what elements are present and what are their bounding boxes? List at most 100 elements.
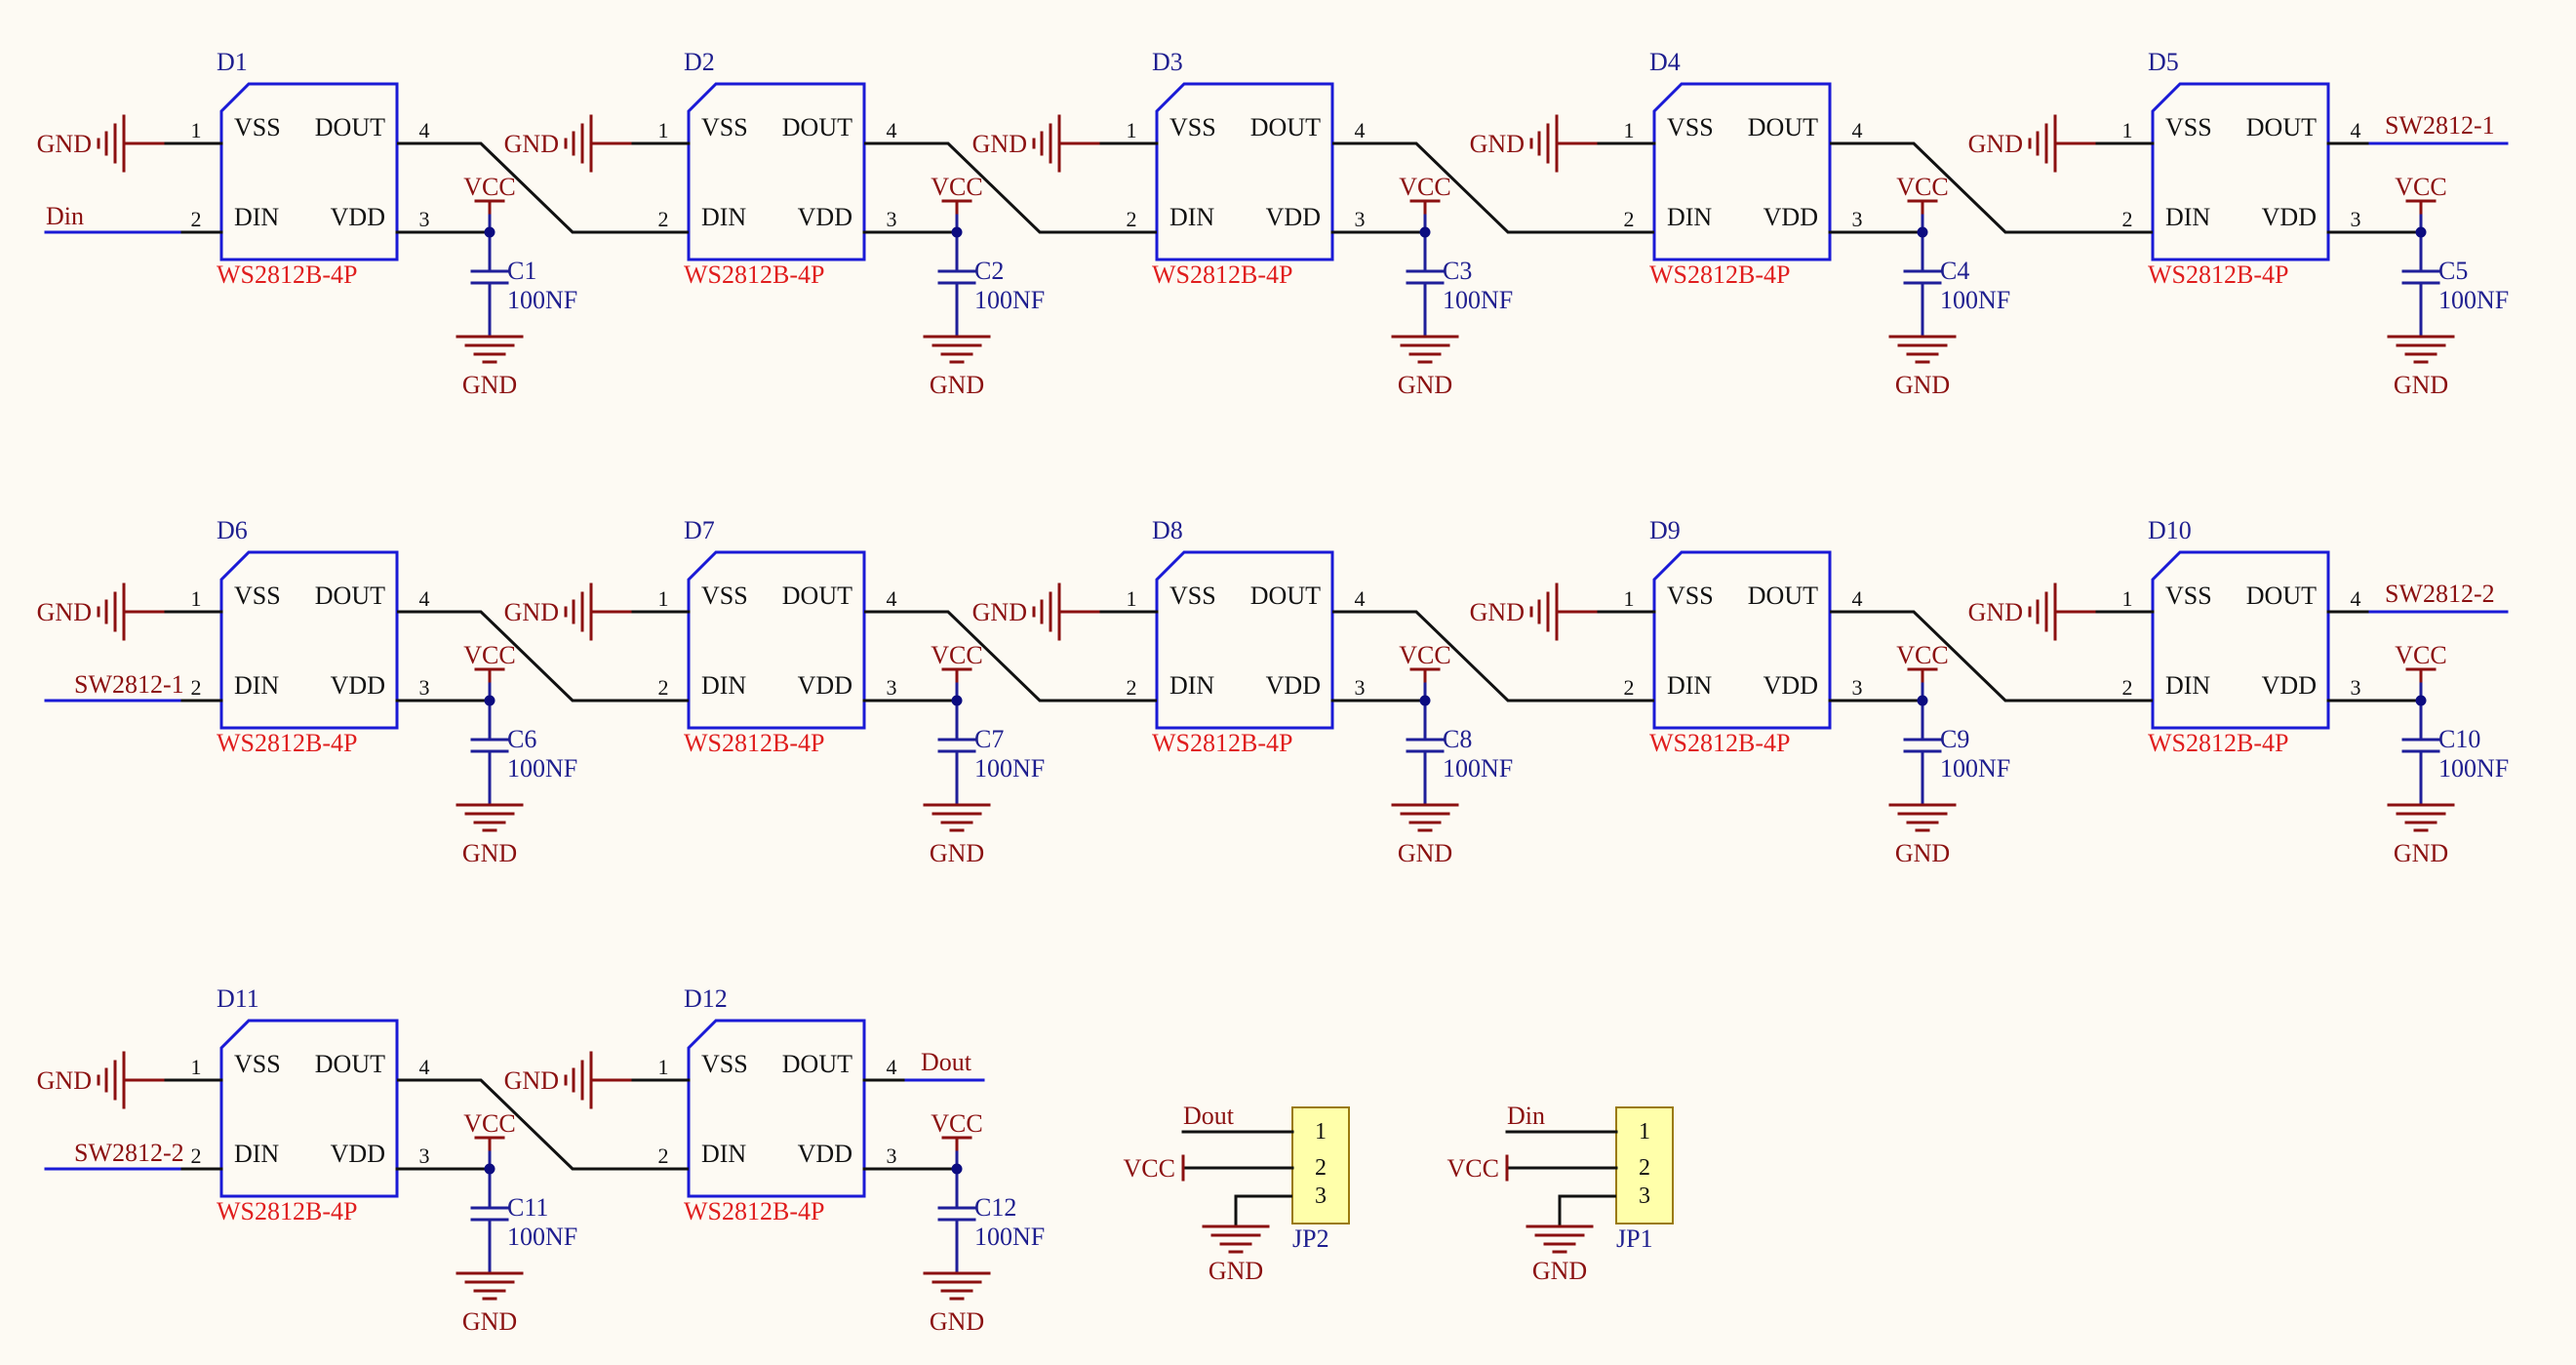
pin-label-vss: VSS (1169, 582, 1216, 610)
vcc-label: VCC (1896, 173, 1948, 201)
led-designator: D9 (1649, 516, 1681, 544)
pin-label-vdd: VDD (798, 1140, 852, 1168)
led-body (687, 550, 866, 730)
header-designator: JP1 (1616, 1224, 1653, 1253)
pin-number-vdd: 3 (419, 675, 430, 700)
pin-label-dout: DOUT (315, 582, 385, 610)
vcc-label: VCC (463, 641, 515, 669)
pin-label-dout: DOUT (782, 113, 852, 141)
pin-label-vss: VSS (701, 1050, 748, 1078)
net-label-sw2812-2-in: SW2812-2 (74, 1139, 184, 1167)
pin-number-vdd: 3 (887, 1144, 897, 1168)
pin-label-vdd: VDD (331, 203, 385, 231)
pin-label-dout: DOUT (1748, 113, 1818, 141)
cap-designator: C7 (974, 725, 1004, 753)
led-designator: D11 (217, 984, 259, 1013)
led-comment: WS2812B-4P (684, 261, 824, 289)
net-label-din: Din (46, 202, 84, 230)
pin-number-dout: 4 (2351, 118, 2361, 142)
vcc-label: VCC (1399, 173, 1450, 201)
pin-number-dout: 4 (419, 586, 430, 611)
gnd-label: GND (1470, 130, 1525, 158)
pin-number-dout: 4 (1355, 118, 1366, 142)
pin-label-din: DIN (701, 203, 746, 231)
led-body (219, 1019, 399, 1198)
pin-label-vss: VSS (701, 582, 748, 610)
pin-label-vss: VSS (1667, 582, 1714, 610)
header-pin3-wire (1558, 1194, 1616, 1226)
pin-number-din: 2 (1624, 207, 1635, 231)
pin-number-dout: 4 (419, 118, 430, 142)
pin-number-din: 2 (191, 207, 202, 231)
junction-dot (484, 226, 495, 238)
led-comment: WS2812B-4P (217, 729, 357, 757)
pin-label-din: DIN (234, 203, 279, 231)
vcc-label: VCC (463, 173, 515, 201)
led-comment: WS2812B-4P (1649, 261, 1790, 289)
pin-number-dout: 4 (887, 586, 897, 611)
pin-number-dout: 4 (419, 1055, 430, 1079)
led-comment: WS2812B-4P (217, 261, 357, 289)
chain-wire (397, 1078, 689, 1171)
pin-number-dout: 4 (1852, 586, 1863, 611)
cap-designator: C10 (2438, 725, 2480, 753)
gnd-label: GND (504, 1066, 559, 1095)
pin-label-vdd: VDD (798, 671, 852, 700)
gnd-label: GND (1895, 839, 1950, 867)
gnd-label: GND (462, 371, 517, 399)
pin-label-dout: DOUT (1250, 113, 1321, 141)
pin-number-din: 2 (1624, 675, 1635, 700)
pin-number-vdd: 3 (1355, 675, 1366, 700)
pin-number-dout: 4 (1852, 118, 1863, 142)
pin-number-vss: 1 (658, 1055, 669, 1079)
led-comment: WS2812B-4P (2148, 729, 2288, 757)
header-pin-number: 2 (1639, 1155, 1650, 1181)
pin-label-vdd: VDD (1764, 203, 1818, 231)
pin-label-vss: VSS (234, 113, 281, 141)
header-pin-number: 1 (1315, 1119, 1327, 1144)
gnd-label: GND (1895, 371, 1950, 399)
pin-number-vss: 1 (1624, 118, 1635, 142)
cap-value: 100NF (2438, 286, 2509, 314)
pin-label-vss: VSS (2165, 582, 2212, 610)
net-label-sw2812-1-out: SW2812-1 (2385, 111, 2495, 140)
led-comment: WS2812B-4P (684, 729, 824, 757)
junction-dot (951, 695, 963, 706)
vcc-label: VCC (463, 1109, 515, 1138)
pin-label-vdd: VDD (798, 203, 852, 231)
pin-label-din: DIN (1667, 671, 1712, 700)
pin-label-dout: DOUT (315, 1050, 385, 1078)
cap-designator: C9 (1940, 725, 1969, 753)
led-comment: WS2812B-4P (217, 1197, 357, 1225)
pin-label-din: DIN (1169, 671, 1214, 700)
pin-number-vss: 1 (1127, 118, 1137, 142)
gnd-label: GND (1968, 598, 2023, 626)
cap-value: 100NF (2438, 754, 2509, 783)
cap-value: 100NF (974, 1223, 1045, 1251)
pin-number-dout: 4 (1355, 586, 1366, 611)
led-body (1155, 82, 1334, 261)
pin-number-vss: 1 (191, 1055, 202, 1079)
led-designator: D12 (684, 984, 728, 1013)
gnd-label: GND (930, 1307, 984, 1336)
pin-number-dout: 4 (2351, 586, 2361, 611)
pin-number-vss: 1 (191, 586, 202, 611)
pin-label-din: DIN (701, 1140, 746, 1168)
pin-label-din: DIN (1169, 203, 1214, 231)
gnd-label: GND (1470, 598, 1525, 626)
junction-dot (1419, 695, 1431, 706)
pin-label-vdd: VDD (2262, 203, 2317, 231)
net-label-sw2812-1-in: SW2812-1 (74, 670, 184, 699)
vcc-label: VCC (931, 173, 982, 201)
cap-designator: C11 (507, 1193, 548, 1222)
gnd-label: GND (1398, 371, 1452, 399)
cap-value: 100NF (1940, 754, 2010, 783)
cap-value: 100NF (1443, 286, 1513, 314)
led-body (2151, 550, 2330, 730)
